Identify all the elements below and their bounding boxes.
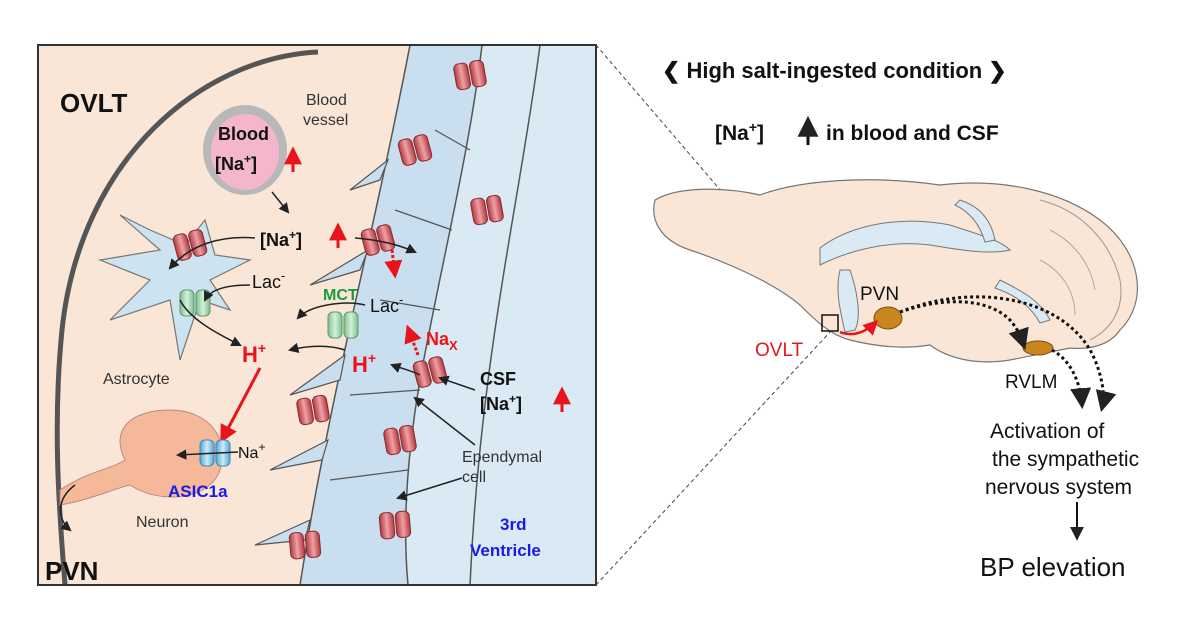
blood-to-na-arrow [271, 191, 290, 214]
pvn-to-rvlm-arrow [899, 300, 1029, 350]
h-to-asic-arrow [220, 367, 262, 444]
pvn-nucleus [873, 306, 903, 330]
left-panel-border [37, 44, 597, 586]
lateral-ventricle [819, 220, 1011, 266]
na-increase-label: [Na+] [715, 119, 764, 145]
lac-left-label: Lac- [252, 268, 285, 292]
nax-label: NaX [426, 329, 458, 353]
ependymal-pointer-arrow-2 [395, 477, 463, 501]
csf-label: CSF [480, 369, 516, 389]
blood-vessel-label-2: vessel [303, 112, 348, 129]
na-channel-icon [453, 59, 487, 91]
neuron-label: Neuron [136, 514, 188, 531]
neuron-to-pvn-arrow [59, 484, 76, 532]
brain-sagittal-section [653, 179, 1138, 363]
astrocyte-label: Astrocyte [103, 371, 170, 388]
astrocyte-cell [97, 214, 252, 361]
glia-limitans-line [54, 49, 319, 585]
outcome-line-2: the sympathetic [992, 448, 1139, 471]
rvlm-to-sympathetic-arrow [1051, 348, 1092, 410]
na-to-astrocyte-arrow [168, 236, 256, 270]
condition-title: ❮High salt-ingested condition❯ [662, 58, 1007, 84]
na-channel-icon [378, 510, 412, 540]
brain-outline [653, 179, 1138, 363]
pvn-brain-label: PVN [860, 284, 899, 305]
ovlt-box [821, 314, 839, 332]
zoom-line-bottom [595, 331, 831, 586]
asic1a-label: ASIC1a [168, 482, 228, 501]
lac-right-label: Lac- [370, 292, 403, 316]
h-left-label: H+ [242, 340, 266, 367]
ependymal-label-2: cell [462, 469, 486, 486]
channel-group [172, 59, 504, 560]
ventricle-label-2: Ventricle [470, 541, 541, 560]
na-channel-icon [470, 194, 504, 226]
na-plus-label: Na+ [238, 440, 265, 462]
astrocyte-to-h-arrow [179, 299, 242, 346]
na-into-neuron-arrow [175, 449, 239, 460]
zoom-line-top [595, 44, 831, 319]
lac-to-mct-arrow [296, 302, 366, 320]
ependymal-pointer-arrow-1 [413, 396, 476, 446]
csf-to-nax-arrow [438, 375, 476, 391]
rvlm-nucleus [1022, 340, 1054, 356]
nax-to-h-arrow [390, 363, 421, 376]
ependymal-label-1: Ependymal [462, 449, 542, 466]
pvn-to-sympathetic-arrow [899, 295, 1117, 413]
mct-label: MCT [323, 287, 358, 304]
h-right-label: H+ [352, 350, 376, 377]
rvlm-brain-label: RVLM [1005, 372, 1057, 393]
outcome-line-3: nervous system [985, 476, 1132, 499]
na-into-ependymal-arrow [354, 237, 417, 254]
pvn-region-label: PVN [45, 556, 98, 586]
na-center-label: [Na+] [260, 228, 302, 250]
blood-vessel-label-1: Blood [306, 92, 347, 109]
left-panel [38, 45, 596, 585]
ovlt-to-pvn-arrow [839, 319, 879, 336]
mct-transporter-ependymal [327, 311, 359, 339]
ovlt-region-label: OVLT [60, 88, 128, 118]
na-increase-suffix: in blood and CSF [826, 122, 999, 145]
blood-label: Blood [218, 124, 269, 144]
third-ventricle [837, 269, 859, 333]
na-channel-icon [360, 224, 396, 256]
na-channel-icon [296, 394, 330, 426]
mct-to-h-arrow [287, 342, 346, 354]
ventricle-label-1: 3rd [500, 515, 526, 534]
ovlt-brain-label: OVLT [755, 340, 804, 361]
neuron-cell [59, 409, 224, 506]
lac-to-astrocyte-arrow [204, 284, 251, 302]
na-channel-icon [383, 424, 417, 456]
ependymal-lac-dotted-arrow [384, 249, 403, 279]
na-channel-icon [288, 530, 322, 560]
blood-na-label: [Na+] [215, 152, 257, 174]
csf-na-label: [Na+] [480, 392, 522, 414]
outcome-line-1: Activation of [990, 420, 1105, 443]
na-channel-icon [397, 134, 433, 166]
bp-elevation-label: BP elevation [980, 552, 1126, 582]
blood-vessel [203, 105, 287, 195]
